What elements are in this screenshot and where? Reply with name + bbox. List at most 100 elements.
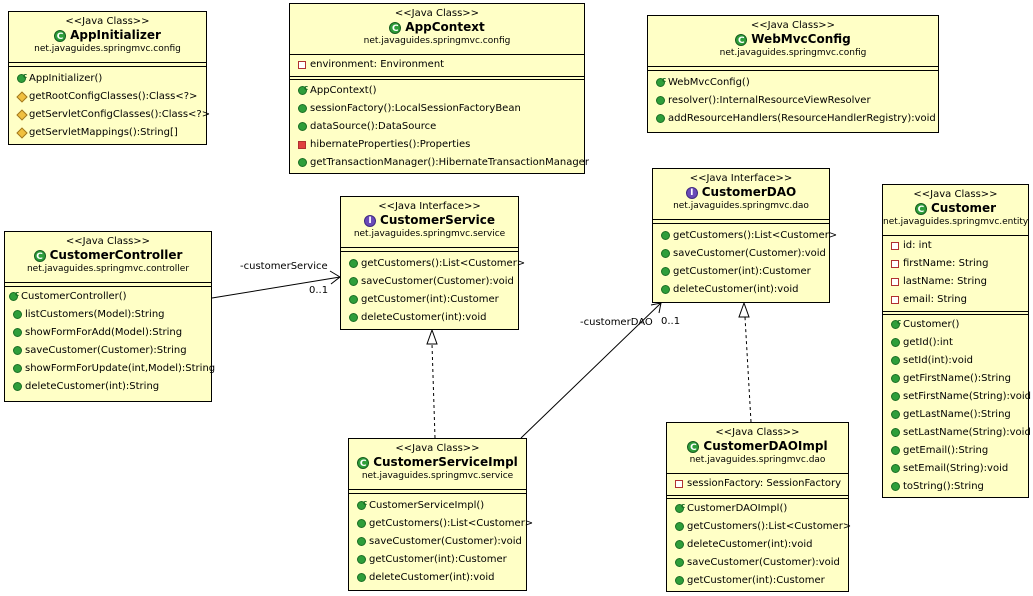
method-row[interactable]: AppContext() <box>290 79 584 100</box>
methods-section: getCustomers():List<Customer> saveCustom… <box>653 223 837 303</box>
method-row[interactable]: deleteCustomer(int):String <box>5 378 211 396</box>
method-row[interactable]: CustomerServiceImpl() <box>349 494 526 515</box>
method-row[interactable]: saveCustomer(Customer):void <box>349 533 526 551</box>
stereotype-label: <<Java Class>> <box>394 8 480 19</box>
field-row[interactable]: environment: Environment <box>290 56 584 74</box>
public-method-icon <box>357 573 366 582</box>
public-method-icon <box>661 285 670 294</box>
method-row[interactable]: getEmail():String <box>883 442 1028 460</box>
method-row[interactable]: deleteCustomer(int):void <box>341 309 518 327</box>
method-row[interactable]: deleteCustomer(int):void <box>349 569 526 587</box>
stereotype-label: <<Java Class>> <box>65 16 150 27</box>
package-label: net.javaguides.springmvc.config <box>363 36 511 46</box>
private-field-icon <box>298 61 306 69</box>
class-icon: C <box>54 29 67 42</box>
package-label: net.javaguides.springmvc.entity <box>883 217 1029 227</box>
private-field-icon <box>675 480 683 488</box>
methods-section: AppContext() sessionFactory():LocalSessi… <box>290 79 589 176</box>
realization-triangle <box>426 328 438 345</box>
method-row[interactable]: hibernateProperties():Properties <box>290 136 584 154</box>
method-row[interactable]: AppInitializer() <box>9 67 206 88</box>
field-row[interactable]: id: int <box>883 237 1028 255</box>
private-method-icon <box>298 141 306 149</box>
method-row[interactable]: showFormForUpdate(int,Model):String <box>5 360 215 378</box>
method-row[interactable]: getCustomers():List<Customer> <box>667 518 851 536</box>
fields-section <box>341 247 518 248</box>
method-row[interactable]: dataSource():DataSource <box>290 118 584 136</box>
method-row[interactable]: CustomerDAOImpl() <box>667 497 848 518</box>
method-row[interactable]: getCustomer(int):Customer <box>653 263 829 281</box>
method-row[interactable]: setFirstName(String):void <box>883 388 1031 406</box>
method-row[interactable]: getCustomer(int):Customer <box>667 572 848 590</box>
public-method-icon <box>891 428 900 437</box>
public-method-icon <box>13 382 22 391</box>
constructor-icon <box>9 285 19 303</box>
method-row[interactable]: getCustomer(int):Customer <box>341 291 518 309</box>
method-row[interactable]: saveCustomer(Customer):void <box>667 554 848 572</box>
methods-section: Customer() getId():int setId(int):void g… <box>883 313 1031 500</box>
public-method-icon <box>298 104 307 113</box>
method-row[interactable]: getFirstName():String <box>883 370 1028 388</box>
method-row[interactable]: getId():int <box>883 334 1028 352</box>
method-row[interactable]: deleteCustomer(int):void <box>653 281 829 299</box>
method-row[interactable]: getCustomer(int):Customer <box>349 551 526 569</box>
public-method-icon <box>891 482 900 491</box>
method-row[interactable]: getLastName():String <box>883 406 1028 424</box>
stereotype-label: <<Java Class>> <box>750 20 836 31</box>
method-row[interactable]: resolver():InternalResourceViewResolver <box>648 92 938 110</box>
method-row[interactable]: saveCustomer(Customer):void <box>341 273 518 291</box>
method-row[interactable]: getCustomers():List<Customer> <box>349 515 533 533</box>
class-icon: C <box>357 456 370 469</box>
methods-section: AppInitializer() getRootConfigClasses():… <box>9 66 210 146</box>
field-row[interactable]: sessionFactory: SessionFactory <box>667 475 848 493</box>
method-row[interactable]: toString():String <box>883 478 1028 496</box>
method-row[interactable]: Customer() <box>883 313 1028 334</box>
field-row[interactable]: email: String <box>883 291 1028 309</box>
method-row[interactable]: deleteCustomer(int):void <box>667 536 848 554</box>
public-method-icon <box>13 364 22 373</box>
method-row[interactable]: getTransactionManager():HibernateTransac… <box>290 154 589 172</box>
field-row[interactable]: lastName: String <box>883 273 1028 291</box>
public-method-icon <box>891 392 900 401</box>
class-icon: C <box>389 21 402 34</box>
method-row[interactable]: showFormForAdd(Model):String <box>5 324 211 342</box>
method-row[interactable]: saveCustomer(Customer):String <box>5 342 211 360</box>
method-row[interactable]: CustomerController() <box>5 285 211 306</box>
method-row[interactable]: getCustomers():List<Customer> <box>653 227 837 245</box>
constructor-icon <box>656 71 666 89</box>
field-row[interactable]: firstName: String <box>883 255 1028 273</box>
method-row[interactable]: getCustomers():List<Customer> <box>341 255 525 273</box>
stereotype-label: <<Java Class>> <box>65 236 151 247</box>
method-row[interactable]: saveCustomer(Customer):void <box>653 245 829 263</box>
method-row[interactable]: getServletConfigClasses():Class<?> <box>9 106 210 124</box>
constructor-icon <box>357 494 367 512</box>
method-row[interactable]: getRootConfigClasses():Class<?> <box>9 88 206 106</box>
class-icon: C <box>687 440 700 453</box>
method-row[interactable]: sessionFactory():LocalSessionFactoryBean <box>290 100 584 118</box>
method-row[interactable]: setId(int):void <box>883 352 1028 370</box>
package-label: net.javaguides.springmvc.config <box>719 48 867 58</box>
public-method-icon <box>349 295 358 304</box>
constructor-icon <box>298 79 308 97</box>
method-row[interactable]: getServletMappings():String[] <box>9 124 206 142</box>
public-method-icon <box>891 464 900 473</box>
fields-section <box>5 282 211 283</box>
method-row[interactable]: setLastName(String):void <box>883 424 1031 442</box>
stereotype-label: <<Java Interface>> <box>689 173 793 184</box>
interface-icon: I <box>685 186 698 199</box>
method-row[interactable]: addResourceHandlers(ResourceHandlerRegis… <box>648 110 938 128</box>
method-row[interactable]: WebMvcConfig() <box>648 71 938 92</box>
method-row[interactable]: listCustomers(Model):String <box>5 306 211 324</box>
method-row[interactable]: setEmail(String):void <box>883 460 1028 478</box>
